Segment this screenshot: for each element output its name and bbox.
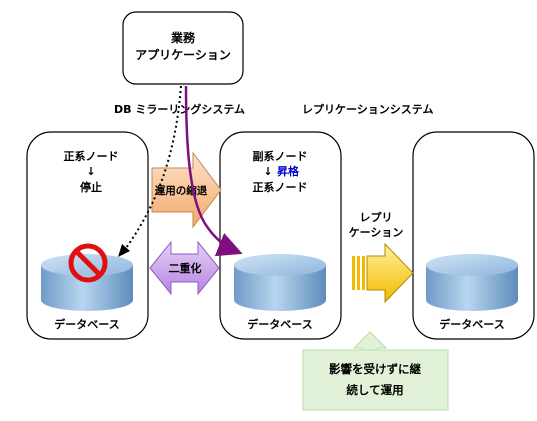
duplex-arrow: 二重化	[149, 240, 220, 296]
app-to-middle-db-connector	[184, 85, 243, 257]
replication-arrow-label-line1: レプリ	[360, 210, 393, 224]
right-database-cylinder	[426, 254, 518, 311]
duplex-label: 二重化	[169, 261, 202, 275]
left-node-line3: 停止	[80, 180, 102, 194]
right-db-label: データベース	[439, 317, 504, 331]
middle-node-line3: 正系ノード	[253, 180, 308, 194]
middle-node-promote: 昇格	[277, 164, 300, 178]
left-node-arrow: ↓	[86, 165, 95, 178]
replication-arrow-label-line2: ケーション	[349, 226, 404, 239]
app-title-line1: 業務	[170, 30, 196, 45]
replication-system-label: レプリケーションシステム	[302, 102, 433, 116]
left-db-arrowhead	[118, 244, 130, 257]
replication-arrow	[352, 242, 414, 304]
middle-node-arrow: ↓	[263, 165, 272, 178]
degrade-arrow: 運用の縮退	[151, 151, 222, 229]
middle-node-line1: 副系ノード	[253, 149, 308, 163]
callout-line2: 続して運用	[346, 383, 403, 397]
db-mirroring-label: DB ミラーリングシステム	[114, 102, 245, 116]
prohibited-icon	[68, 243, 108, 283]
degrade-label: 運用の縮退	[155, 184, 208, 197]
left-node-line1: 正系ノード	[64, 149, 119, 163]
continuity-callout: 影響を受けずに継 続して運用	[302, 331, 449, 411]
left-db-label: データベース	[54, 317, 119, 331]
business-application-box: 業務 アプリケーション	[122, 11, 244, 85]
middle-database-cylinder	[234, 254, 326, 311]
callout-line1: 影響を受けずに継	[329, 362, 421, 376]
app-title-line2: アプリケーション	[135, 47, 231, 62]
middle-db-label: データベース	[247, 317, 312, 331]
